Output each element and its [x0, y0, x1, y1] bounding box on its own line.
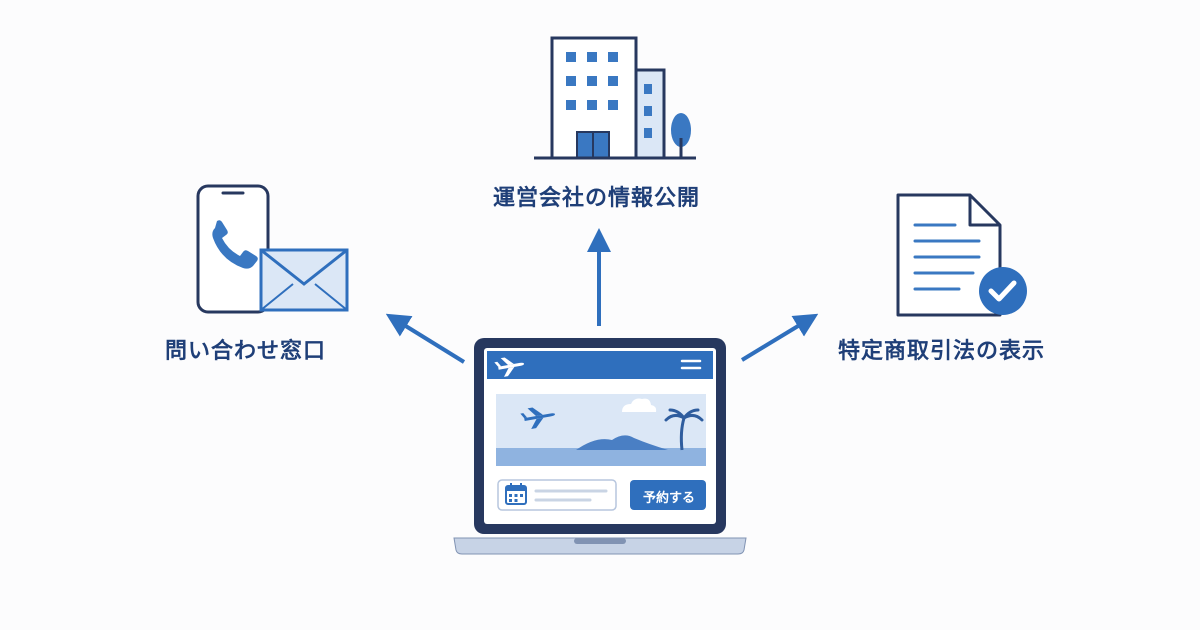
booking-date-field: [497, 479, 617, 511]
laptop-icon: [453, 338, 747, 555]
book-button-bg: [630, 480, 706, 510]
contact-label: 問い合わせ窓口: [165, 339, 327, 364]
island-icon: [576, 435, 668, 450]
site-header: [487, 351, 713, 379]
airplane-icon: [494, 357, 525, 377]
hero-airplane-icon: [520, 407, 555, 430]
document-check-icon: [896, 193, 1027, 317]
commerce-law-label: 特定商取引法の表示: [838, 339, 1046, 364]
company-info-label: 運営会社の情報公開: [493, 186, 701, 211]
phone-and-mail-icon: [196, 184, 349, 314]
arrow-to-law: [740, 313, 819, 362]
menu-icon: [680, 359, 702, 370]
book-button[interactable]: 予約する: [643, 491, 696, 506]
calendar-icon: [505, 483, 527, 505]
building-icon: [534, 36, 696, 160]
palm-tree-icon: [664, 408, 704, 451]
cloud-icon: [622, 398, 657, 412]
arrow-to-contact: [385, 313, 466, 364]
